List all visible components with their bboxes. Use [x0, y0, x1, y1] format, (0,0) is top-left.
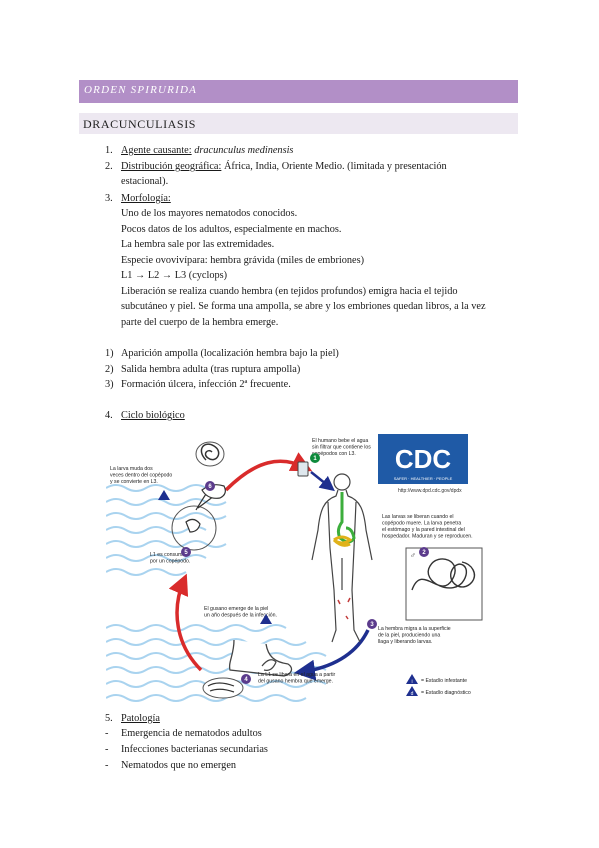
legend-infective-letter: i: [411, 679, 412, 685]
morph-line: subcutáneo y piel. Se forma una ampolla,…: [121, 301, 486, 312]
leg-lesions: [337, 597, 351, 620]
list-item: Aparición ampolla (localización hembra b…: [121, 348, 339, 359]
human-figure: [311, 473, 373, 643]
bullet: -: [105, 760, 109, 771]
item-label: Agente causante:: [121, 145, 192, 156]
step1-number: 1: [313, 456, 317, 462]
morph-line: Pocos datos de los adultos, especialment…: [121, 224, 342, 235]
step2-marker: [419, 547, 429, 557]
item-label: Morfología:: [121, 193, 171, 204]
item-value: África, India, Oriente Medio. (limitada …: [223, 161, 447, 172]
morph-line: L1 → L2 → L3 (cyclops): [121, 270, 228, 281]
subsection-header: DRACUNCULIASIS: [79, 113, 518, 134]
list-item: Distribución geográfica: África, India, …: [121, 160, 447, 174]
water-lower: [106, 624, 327, 702]
arrow-1-to-body: [310, 471, 335, 492]
legend-diagnostic-letter: d: [411, 691, 414, 697]
morph-line: La hembra sale por las extremidades.: [121, 239, 275, 250]
section-label: Ciclo biológico: [121, 410, 185, 421]
item-label: Distribución geográfica:: [121, 161, 222, 172]
list-item: Infecciones bacterianas secundarias: [121, 744, 268, 755]
list-item: Formación úlcera, infección 2ª frecuente…: [121, 379, 291, 390]
bullet: -: [105, 744, 109, 755]
legend-infective-text: = Estadío infestante: [421, 678, 467, 684]
item-value: dracunculus medinensis: [194, 145, 294, 156]
section-header: ORDEN SPIRURIDA: [79, 80, 518, 103]
list-number: 1): [105, 348, 114, 359]
list-number: 3.: [105, 193, 113, 204]
l1-larvae: [207, 682, 235, 693]
foot-icon: [228, 639, 293, 677]
step5-marker: [181, 547, 191, 557]
adult-worm-icon: [411, 558, 476, 591]
step6-number: 6: [208, 484, 212, 490]
glass-icon: [297, 461, 309, 477]
list-item: Emergencia de nematodos adultos: [121, 728, 262, 739]
item-continuation: estacional).: [121, 176, 169, 187]
list-number: 2): [105, 364, 114, 375]
step5-number: 5: [184, 550, 188, 556]
cdc-logo-text: CDC: [395, 444, 452, 474]
arrow-3-to-4: [294, 629, 370, 681]
infective-stage-marker: [158, 490, 170, 500]
arrow-6-to-1: [224, 452, 313, 492]
larva-circle: [195, 441, 225, 467]
life-cycle-figure: ♂ CDC SAFER · HEALTHIER · PEOPLE http://…: [106, 434, 483, 702]
cdc-tagline: SAFER · HEALTHIER · PEOPLE: [394, 476, 453, 481]
digestive-tract: [336, 492, 356, 544]
legend-diagnostic-text: = Estadío diagnóstico: [421, 690, 471, 696]
step2-number: 2: [422, 550, 426, 556]
legend-diagnostic-icon: [406, 686, 418, 696]
list-number: 2.: [105, 161, 113, 172]
list-number: 5.: [105, 713, 113, 724]
step3-marker: [367, 619, 377, 629]
list-item: Salida hembra adulta (tras ruptura ampol…: [121, 364, 301, 375]
step4-marker: [241, 674, 251, 684]
subsection-title: DRACUNCULIASIS: [83, 117, 197, 131]
water-upper: [106, 484, 227, 576]
morph-line: Uno de los mayores nematodos conocidos.: [121, 208, 298, 219]
morph-line: Liberación se realiza cuando hembra (en …: [121, 286, 458, 297]
step6-marker: [205, 481, 215, 491]
step3-number: 3: [370, 622, 374, 628]
morph-line: parte del cuerpo de la hembra emerge.: [121, 317, 279, 328]
larva-coil-icon: [200, 443, 220, 461]
male-symbol: ♂: [410, 551, 416, 560]
list-number: 4.: [105, 410, 113, 421]
cdc-logo: [378, 434, 468, 484]
copepod-circle: [171, 505, 217, 551]
step1-marker: [310, 453, 320, 463]
arrow-4-to-5: [168, 573, 203, 672]
list-number: 3): [105, 379, 114, 390]
larva-l1-circle: [202, 677, 244, 699]
cdc-url: http://www.dpd.cdc.gov/dpdx: [398, 488, 462, 494]
section-label: Patología: [121, 713, 160, 724]
legend-infective-icon: [406, 674, 418, 684]
list-item: Nematodos que no emergen: [121, 760, 237, 771]
step4-number: 4: [244, 677, 248, 683]
emerging-worm: [261, 659, 277, 671]
bullet: -: [105, 728, 109, 739]
morph-line: Especie ovovivípara: hembra grávida (mil…: [121, 255, 365, 266]
diagnostic-stage-marker: [260, 614, 272, 624]
section-title: ORDEN SPIRURIDA: [84, 84, 198, 96]
list-item: Agente causante: dracunculus medinensis: [121, 144, 293, 158]
list-number: 1.: [105, 145, 113, 156]
intestines: [332, 535, 353, 547]
